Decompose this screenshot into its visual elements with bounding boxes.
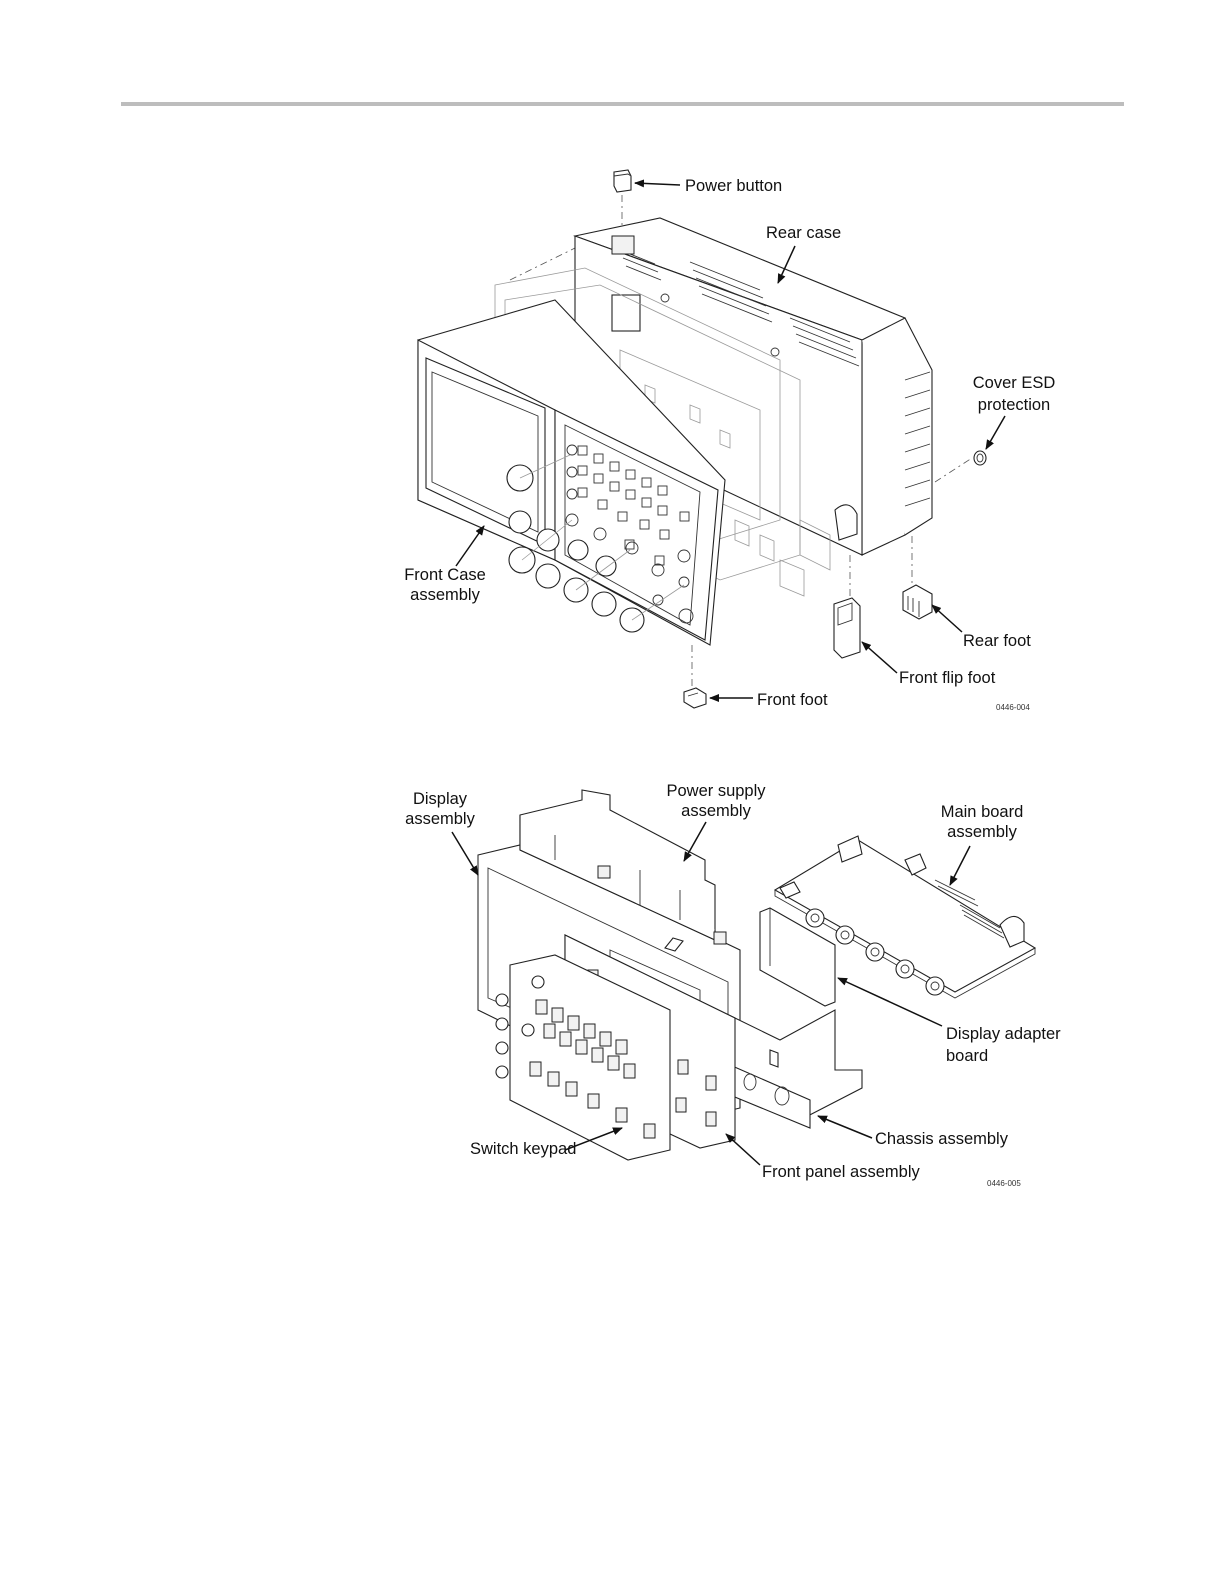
label-display-adapter-1: Display adapter (946, 1025, 1061, 1043)
label-power-supply-2: assembly (681, 802, 751, 820)
front-foot-drawing (684, 688, 706, 708)
power-button-drawing (614, 170, 631, 192)
bottom-exploded-figure: Display assembly Power supply assembly M… (405, 782, 1061, 1188)
label-front-foot: Front foot (757, 691, 828, 709)
figure-code-bottom: 0446-005 (987, 1179, 1021, 1188)
label-cover-esd-2: protection (978, 396, 1050, 414)
figure-code-top: 0446-004 (996, 703, 1030, 712)
label-power-supply-1: Power supply (666, 782, 766, 800)
top-exploded-figure: Power button Rear case Cover ESD protect… (404, 170, 1055, 712)
label-power-button: Power button (685, 177, 782, 195)
rear-foot-drawing (903, 585, 932, 619)
esd-cover-drawing (974, 451, 986, 465)
label-display-2: assembly (405, 810, 475, 828)
label-rear-case: Rear case (766, 224, 841, 242)
label-front-panel: Front panel assembly (762, 1163, 920, 1181)
label-front-case-2: assembly (410, 586, 480, 604)
label-display-1: Display (413, 790, 468, 808)
front-flip-foot-drawing (834, 598, 860, 658)
label-cover-esd-1: Cover ESD (973, 374, 1056, 392)
label-chassis: Chassis assembly (875, 1130, 1009, 1148)
label-front-case-1: Front Case (404, 566, 486, 584)
label-main-board-1: Main board (941, 803, 1024, 821)
label-main-board-2: assembly (947, 823, 1017, 841)
label-front-flip-foot: Front flip foot (899, 669, 996, 687)
label-switch-keypad: Switch keypad (470, 1140, 576, 1158)
display-adapter-drawing (760, 908, 835, 1006)
label-rear-foot: Rear foot (963, 632, 1031, 650)
label-display-adapter-2: board (946, 1047, 988, 1065)
